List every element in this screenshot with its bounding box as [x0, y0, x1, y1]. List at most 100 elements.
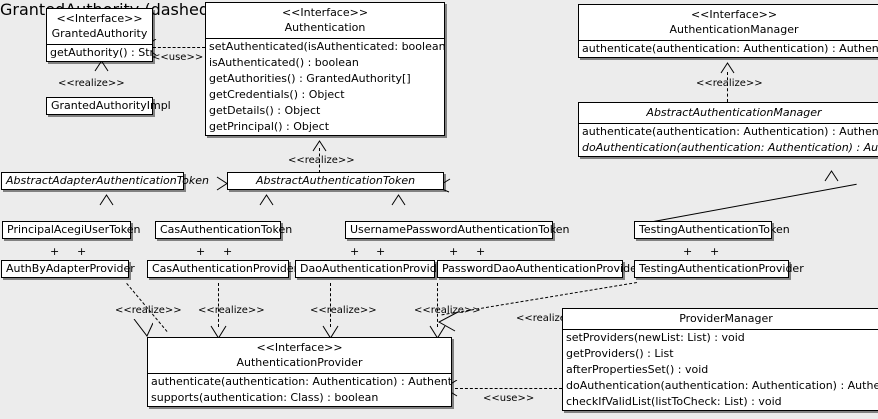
class-name-abstract-authentication-token: AbstractAuthenticationToken [255, 174, 416, 187]
operation-item: setProviders(newList: List) : void [566, 331, 745, 344]
operation-item: getAuthority() : String [50, 46, 152, 59]
class-box-authentication-provider[interactable]: <<Interface>> AuthenticationProvider aut… [147, 337, 452, 407]
realize-line-abstractauthenticationtoken [319, 148, 320, 173]
generalization-arrowhead-principalacegiusertoken [99, 194, 114, 206]
operations-granted-authority: getAuthority() : String [47, 44, 152, 61]
operation-item: authenticate(authentication: Authenticat… [582, 125, 878, 138]
class-box-abstract-authentication-token[interactable]: AbstractAuthenticationToken [227, 172, 444, 190]
association-plus-5: + [350, 245, 360, 258]
class-header-abstract-authentication-token: AbstractAuthenticationToken [228, 173, 443, 189]
operation-item: authenticate(authentication: Authenticat… [151, 375, 451, 388]
class-name-dao-authentication-provider: DaoAuthenticationProvider [300, 262, 448, 275]
class-box-abstract-adapter-authentication-token[interactable]: AbstractAdapterAuthenticationToken [1, 172, 209, 190]
generalization-line-casauthenticationtoken [0, 190, 1, 205]
operation-item: afterPropertiesSet() : void [566, 363, 709, 376]
class-name-username-password-authentication-token: UsernamePasswordAuthenticationToken [350, 223, 570, 236]
generalization-arrowhead-providermanager [824, 170, 839, 182]
class-box-password-dao-authentication-provider[interactable]: PasswordDaoAuthenticationProvider [437, 260, 642, 278]
generalization-line-providermanager [0, 47, 1, 175]
class-box-abstract-authentication-manager[interactable]: AbstractAuthenticationManager authentica… [578, 102, 878, 157]
class-box-testing-authentication-token[interactable]: TestingAuthenticationToken [634, 221, 790, 239]
class-box-granted-authority-impl[interactable]: GrantedAuthorityImpl [46, 97, 171, 115]
class-name-auth-by-adapter-provider: AuthByAdapterProvider [6, 262, 135, 275]
class-header-authentication-manager: <<Interface>> AuthenticationManager [579, 5, 878, 40]
operation-item: getPrincipal() : Object [209, 120, 330, 133]
association-plus-2: + [77, 245, 87, 258]
class-name-authentication-provider: AuthenticationProvider [236, 356, 363, 369]
class-box-cas-authentication-token[interactable]: CasAuthenticationToken [155, 221, 293, 239]
realize-arrowhead-testingauthenticationprovider [437, 311, 459, 333]
class-header-authentication-provider: <<Interface>> AuthenticationProvider [148, 338, 451, 373]
operation-item: checkIfValidList(listToCheck: List) : vo… [566, 395, 782, 408]
association-plus-4: + [223, 245, 233, 258]
realize-label-passworddaoauthenticationprovider: <<realize>> [414, 305, 481, 316]
class-name-password-dao-authentication-provider: PasswordDaoAuthenticationProvider [442, 262, 642, 275]
operation-item: getAuthorities() : GrantedAuthority[] [209, 72, 411, 85]
class-header-granted-authority: <<Interface>> GrantedAuthority [47, 9, 152, 44]
realize-label-abstractauthenticationtoken: <<realize>> [288, 155, 355, 166]
operations-abstract-authentication-manager: authenticate(authentication: Authenticat… [579, 123, 878, 156]
class-header-abstract-authentication-manager: AbstractAuthenticationManager [579, 103, 878, 123]
generalization-arrowhead-casauthenticationtoken [259, 194, 274, 206]
operation-item: doAuthentication(authentication: Authent… [582, 141, 878, 154]
class-name-granted-authority-impl: GrantedAuthorityImpl [51, 99, 171, 112]
class-name-abstract-authentication-manager: AbstractAuthenticationManager [646, 106, 822, 119]
class-box-provider-manager[interactable]: ProviderManager setProviders(newList: Li… [562, 308, 878, 411]
association-line-testing [0, 280, 1, 295]
association-plus-8: + [476, 245, 486, 258]
class-name-testing-authentication-provider: TestingAuthenticationProvider [639, 262, 804, 275]
class-header-provider-manager: ProviderManager [563, 309, 878, 329]
operation-item: getDetails() : Object [209, 104, 321, 117]
class-box-testing-authentication-provider[interactable]: TestingAuthenticationProvider [634, 260, 804, 278]
class-box-granted-authority[interactable]: <<Interface>> GrantedAuthority getAuthor… [46, 8, 153, 62]
class-name-provider-manager: ProviderManager [679, 312, 773, 325]
use-label-providermanager: <<use>> [483, 393, 535, 404]
class-header-abstract-adapter-authentication-token: AbstractAdapterAuthenticationToken [2, 173, 209, 189]
class-name-authentication: Authentication [284, 21, 366, 34]
class-box-authentication-manager[interactable]: <<Interface>> AuthenticationManager auth… [578, 4, 878, 58]
use-link-providermanager [455, 388, 562, 389]
realize-label-grantedauthorityimpl: <<realize>> [58, 78, 125, 89]
use-label-grantedauthority: <<use>> [152, 52, 204, 63]
association-plus-3: + [196, 245, 206, 258]
class-header-username-password-authentication-token: UsernamePasswordAuthenticationToken [346, 222, 570, 238]
class-header-granted-authority-impl: GrantedAuthorityImpl [47, 98, 171, 114]
association-plus-10: + [710, 245, 720, 258]
class-name-testing-authentication-token: TestingAuthenticationToken [639, 223, 790, 236]
use-link-authentication-grantedauthority [153, 47, 205, 48]
class-box-cas-authentication-provider[interactable]: CasAuthenticationProvider [147, 260, 299, 278]
operations-authentication: setAuthenticated(isAuthenticated: boolea… [206, 38, 444, 135]
operations-authentication-provider: authenticate(authentication: Authenticat… [148, 373, 451, 406]
realize-line-passworddaoauthenticationprovider [437, 283, 438, 327]
class-header-authentication: <<Interface>> Authentication [206, 3, 444, 38]
class-name-cas-authentication-provider: CasAuthenticationProvider [152, 262, 299, 275]
class-name-cas-authentication-token: CasAuthenticationToken [160, 223, 293, 236]
class-box-principal-acegi-user-token[interactable]: PrincipalAcegiUserToken [2, 221, 140, 239]
class-header-password-dao-authentication-provider: PasswordDaoAuthenticationProvider [438, 261, 642, 277]
class-name-abstract-adapter-authentication-token: AbstractAdapterAuthenticationToken [6, 174, 209, 187]
realize-line-abstractauthenticationmanager [727, 72, 728, 102]
class-name-authentication-manager: AuthenticationManager [669, 23, 799, 36]
association-line-cas [0, 235, 1, 250]
operation-item: supports(authentication: Class) : boolea… [151, 391, 379, 404]
realize-label-authbyadapterprovider: <<realize>> [115, 305, 182, 316]
realize-line-casauthenticationprovider [218, 283, 219, 327]
operation-item: setAuthenticated(isAuthenticated: boolea… [209, 40, 444, 53]
realize-arrowhead-abstractauthenticationtoken [312, 140, 327, 152]
class-box-authentication[interactable]: <<Interface>> Authentication setAuthenti… [205, 2, 445, 136]
class-header-auth-by-adapter-provider: AuthByAdapterProvider [2, 261, 135, 277]
association-plus-9: + [683, 245, 693, 258]
generalization-line-abstractadapter [0, 46, 35, 47]
class-box-auth-by-adapter-provider[interactable]: AuthByAdapterProvider [1, 260, 135, 278]
operation-item: getCredentials() : Object [209, 88, 345, 101]
class-header-testing-authentication-provider: TestingAuthenticationProvider [635, 261, 804, 277]
class-box-username-password-authentication-token[interactable]: UsernamePasswordAuthenticationToken [345, 221, 570, 239]
association-plus-6: + [376, 245, 386, 258]
generalization-arrowhead-usernamepasswordtoken [391, 194, 406, 206]
operation-item: getProviders() : List [566, 347, 674, 360]
class-name-granted-authority: GrantedAuthority [51, 27, 148, 40]
realize-arrowhead-authbyadapterprovider [133, 319, 153, 339]
class-box-dao-authentication-provider[interactable]: DaoAuthenticationProvider [295, 260, 448, 278]
association-plus-1: + [50, 245, 60, 258]
